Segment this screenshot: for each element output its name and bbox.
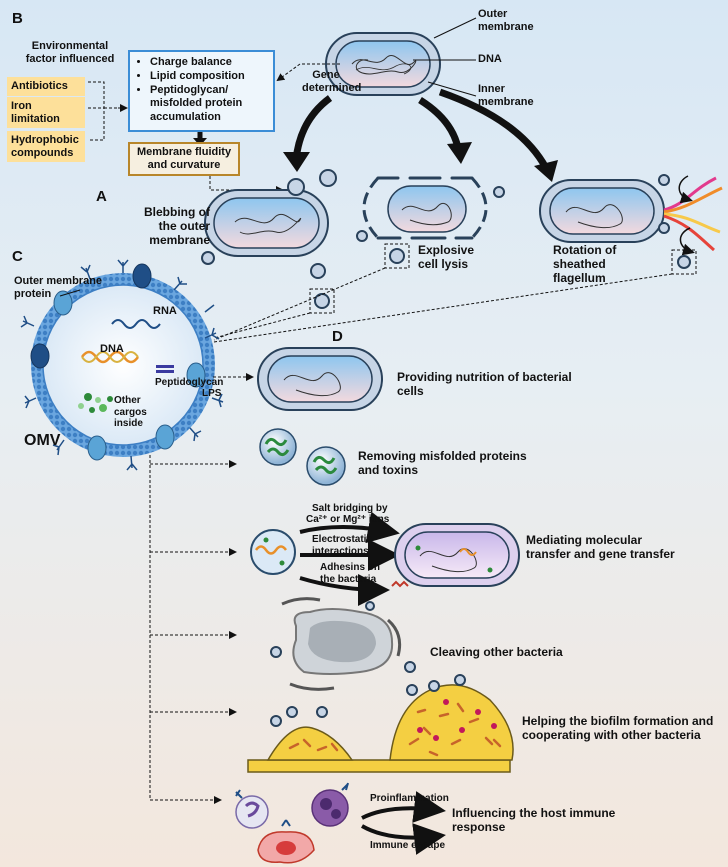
- panel-a-label: A: [96, 188, 107, 205]
- immune-cells: [235, 782, 349, 864]
- panel-d-label: D: [332, 328, 343, 345]
- biofilm-label: Helping the biofilm formation and cooper…: [522, 714, 714, 742]
- transfer-vesicle: [250, 529, 296, 575]
- membrane-fluidity-box: Membrane fluidity and curvature: [128, 142, 240, 176]
- nutrition-label: Providing nutrition of bacterial cells: [397, 370, 572, 398]
- rna-strand: [111, 319, 161, 329]
- omp-pointer: [59, 289, 81, 297]
- mediating-label: Mediating molecular transfer and gene tr…: [526, 533, 675, 561]
- outer-membrane-pointer: [433, 17, 477, 39]
- nutrition-bacterium: [257, 347, 383, 411]
- flagellum-to-omv: [213, 273, 673, 343]
- dna-omv-label: DNA: [100, 343, 124, 355]
- omp-label: Outer membrane protein: [14, 275, 103, 300]
- salt-bridging-label-2: Ca²⁺ or Mg²⁺ ions: [306, 514, 390, 525]
- other-cargos: [78, 393, 113, 413]
- lps-label: LPS: [202, 388, 222, 399]
- removing-label: Removing misfolded proteins and toxins: [358, 449, 527, 477]
- dna-label: DNA: [478, 53, 502, 65]
- rna-label: RNA: [153, 305, 177, 317]
- flagellum-bacterium: [539, 174, 723, 275]
- salt-bridging-arrow: [299, 511, 400, 544]
- blebbing-label: Blebbing of the outer membrane: [144, 205, 210, 247]
- adhesins-label: Adhesins on the bacteria: [320, 562, 381, 585]
- flagellum-label: Rotation of sheathed flagellum: [553, 243, 617, 285]
- biofilm: [247, 674, 514, 773]
- inner-membrane-label: Inner membrane: [478, 83, 534, 108]
- other-cargos-label: Other cargos inside: [114, 395, 147, 429]
- factor-connectors: [88, 81, 118, 141]
- adhesins-arrow: [299, 573, 390, 606]
- lysed-bacteria: [270, 597, 416, 691]
- recipient-bacterium: [391, 523, 520, 588]
- omp-protein: [53, 290, 73, 316]
- outer-membrane-label: Outer membrane: [478, 8, 534, 33]
- misfolded-protein-vesicles: [259, 428, 346, 486]
- panel-c-label: C: [12, 248, 23, 265]
- peptidoglycan-label: Peptidoglycan: [155, 377, 224, 388]
- arrow-to-flagellum: [438, 88, 550, 170]
- bleb-to-omv: [213, 312, 311, 339]
- factor-iron-limitation: Iron limitation: [7, 97, 85, 129]
- arrow-to-lysis: [418, 97, 462, 149]
- lysis-bacterium: [356, 176, 505, 269]
- inner-membrane-pointer: [427, 81, 477, 97]
- omv-label: OMV: [24, 432, 61, 449]
- panel-b-label: B: [12, 10, 23, 27]
- proinflammation-label: Proinflammation: [370, 793, 449, 804]
- brown-to-bleb-arrow: [209, 176, 284, 194]
- peptidoglycan-mark: [156, 365, 174, 368]
- env-factor-title: Environmental factor influenced: [25, 40, 115, 65]
- item-lipid-composition: Lipid composition: [150, 70, 267, 84]
- arrow-to-blebbing: [292, 95, 333, 161]
- immune-escape-label: Immune escape: [370, 840, 446, 851]
- cleaving-label: Cleaving other bacteria: [430, 645, 563, 659]
- membrane-properties-box: Charge balance Lipid composition Peptido…: [128, 50, 275, 132]
- item-peptidoglycan: Peptidoglycan/ misfolded protein accumul…: [150, 84, 267, 125]
- gene-determined-label: Gene determined: [302, 69, 362, 94]
- lysis-label: Explosive cell lysis: [418, 243, 475, 271]
- factor-antibiotics: Antibiotics: [7, 77, 85, 96]
- factor-hydrophobic: Hydrophobic compounds: [7, 131, 85, 163]
- gene-arrow: [276, 63, 340, 82]
- source-bacterium: [325, 32, 441, 96]
- item-charge-balance: Charge balance: [150, 56, 267, 70]
- host-immune-label: Influencing the host immune response: [452, 806, 616, 834]
- lps-spikes: [20, 259, 224, 471]
- immune-escape-arrow: [361, 823, 446, 855]
- omv-vesicle: [20, 259, 224, 471]
- proinflammation-arrow: [361, 791, 446, 823]
- salt-bridging-label-1: Salt bridging by: [312, 503, 388, 514]
- lysis-to-omv: [213, 267, 386, 341]
- electrostatic-label: Electrostatic interactions: [312, 534, 373, 557]
- blebbing-bacterium: [201, 169, 337, 314]
